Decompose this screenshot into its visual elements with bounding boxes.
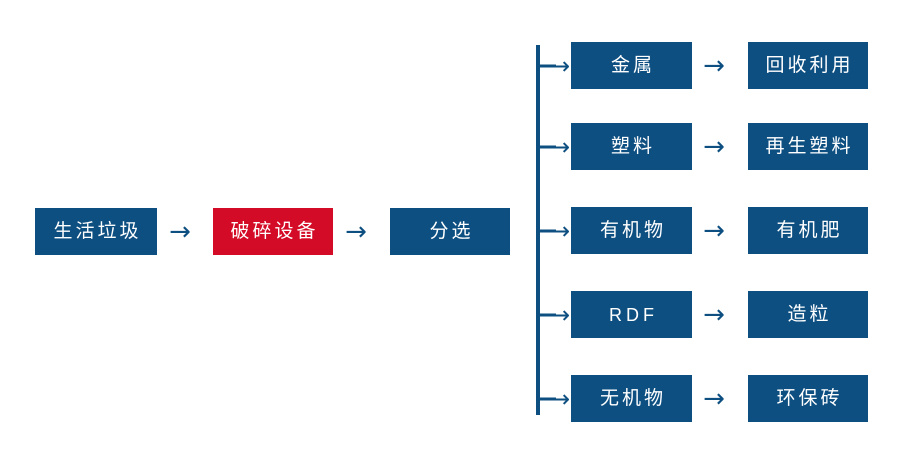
- arrow-right-icon-branch-4: →: [550, 300, 571, 329]
- branch-connector-4: →: [538, 291, 574, 338]
- branch-stem-icon-5: [538, 397, 556, 400]
- arrow-right-icon-product-2: →: [703, 131, 725, 162]
- arrow-right-icon-main-2: →: [345, 216, 367, 247]
- node-product-organic-fertilizer[interactable]: 有机肥: [748, 207, 868, 254]
- arrow-right-icon-main-1: →: [169, 216, 191, 247]
- node-material-inorganic[interactable]: 无机物: [571, 375, 692, 422]
- arrow-right-icon-branch-1: →: [550, 51, 571, 80]
- branch-stem-icon-3: [538, 229, 556, 232]
- arrow-right-icon-product-1: →: [703, 50, 725, 81]
- node-material-rdf[interactable]: RDF: [571, 291, 692, 338]
- node-material-organic[interactable]: 有机物: [571, 207, 692, 254]
- branch-connector-5: →: [538, 375, 574, 422]
- node-product-recycled-plastic[interactable]: 再生塑料: [748, 123, 868, 170]
- arrow-right-icon-product-5: →: [703, 383, 725, 414]
- node-product-recycling[interactable]: 回收利用: [748, 42, 868, 89]
- node-crushing-equipment[interactable]: 破碎设备: [213, 208, 333, 255]
- node-domestic-waste[interactable]: 生活垃圾: [35, 208, 157, 255]
- branch-connector-2: →: [538, 123, 574, 170]
- branch-stem-icon-1: [538, 64, 556, 67]
- arrow-right-icon-product-3: →: [703, 215, 725, 246]
- arrow-right-icon-branch-5: →: [550, 384, 571, 413]
- arrow-right-icon-product-4: →: [703, 299, 725, 330]
- branch-connector-3: →: [538, 207, 574, 254]
- branch-connector-1: →: [538, 42, 574, 89]
- arrow-right-icon-branch-2: →: [550, 132, 571, 161]
- node-product-eco-brick[interactable]: 环保砖: [748, 375, 868, 422]
- node-sorting[interactable]: 分选: [390, 208, 510, 255]
- node-product-granulation[interactable]: 造粒: [748, 291, 868, 338]
- arrow-right-icon-branch-3: →: [550, 216, 571, 245]
- node-material-metal[interactable]: 金属: [571, 42, 692, 89]
- branch-stem-icon-2: [538, 145, 556, 148]
- branch-stem-icon-4: [538, 313, 556, 316]
- node-material-plastic[interactable]: 塑料: [571, 123, 692, 170]
